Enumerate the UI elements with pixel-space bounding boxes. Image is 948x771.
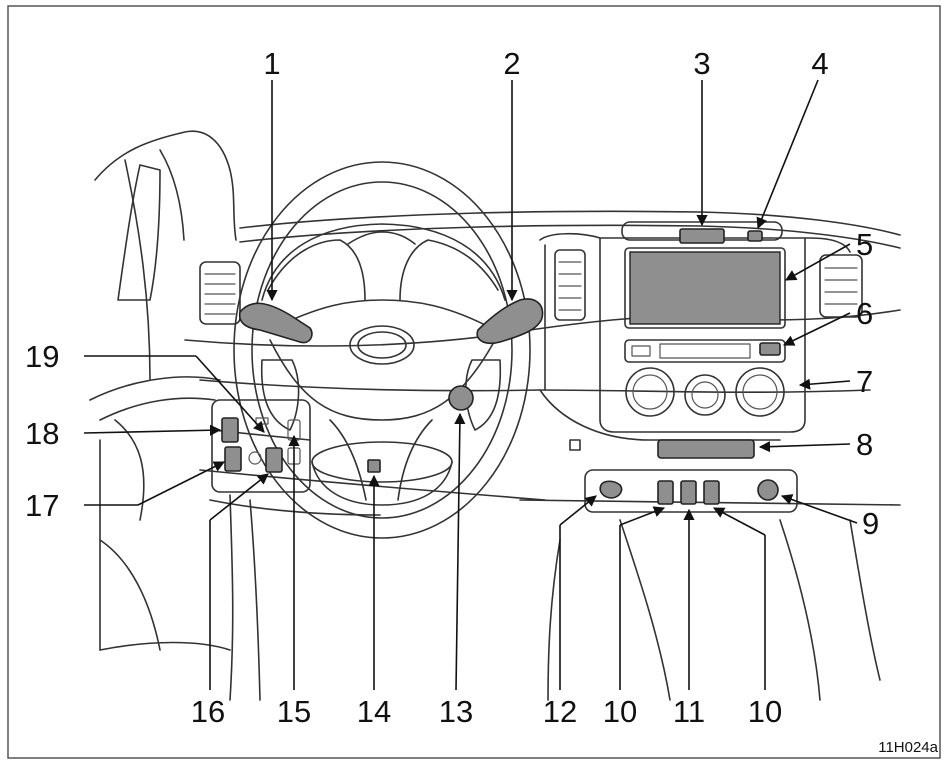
right-stalk-switch: [476, 298, 544, 345]
callout-15: 15: [277, 694, 311, 729]
callout-10-left: 10: [603, 694, 637, 729]
callout-1: 1: [263, 46, 280, 81]
callout-14: 14: [357, 694, 391, 729]
callout-19: 19: [25, 339, 59, 374]
callout-4: 4: [811, 46, 828, 81]
callout-3: 3: [693, 46, 710, 81]
dial-switch: [599, 480, 623, 499]
round-knob: [757, 479, 779, 501]
callout-18: 18: [25, 416, 59, 451]
callout-17: 17: [25, 488, 59, 523]
highlighted-components: [221, 228, 781, 505]
upper-center-component: [679, 228, 725, 244]
callout-9: 9: [862, 506, 879, 541]
left-switch-lower: [224, 446, 242, 472]
dashboard-line-art: [89, 130, 901, 701]
console-switch-c: [703, 480, 720, 505]
callout-7: 7: [856, 364, 873, 399]
callout-12: 12: [543, 694, 577, 729]
callout-numbers: 1 2 3 4 5 6 7 8 9 10 11 10 12 13 14 15 1…: [25, 46, 939, 756]
left-switch-center: [265, 447, 283, 473]
stack-button: [759, 342, 781, 356]
leader-lines: [83, 79, 858, 691]
left-stalk-switch: [238, 302, 313, 344]
figure-border: [7, 5, 941, 759]
small-upper-indicator: [747, 230, 763, 242]
left-switch-upper: [221, 417, 239, 443]
callout-8: 8: [856, 427, 873, 462]
callout-6: 6: [856, 296, 873, 331]
column-small-switch: [367, 459, 381, 473]
callout-16: 16: [191, 694, 225, 729]
callout-2: 2: [503, 46, 520, 81]
callout-5: 5: [856, 227, 873, 262]
figure-code: 11H024a: [878, 739, 938, 756]
callout-10-right: 10: [748, 694, 782, 729]
callout-11: 11: [673, 694, 705, 729]
callout-13: 13: [439, 694, 473, 729]
column-knob: [448, 385, 474, 411]
console-switch-b: [680, 480, 697, 505]
console-switch-a: [657, 480, 674, 505]
center-slot-component: [657, 439, 755, 459]
